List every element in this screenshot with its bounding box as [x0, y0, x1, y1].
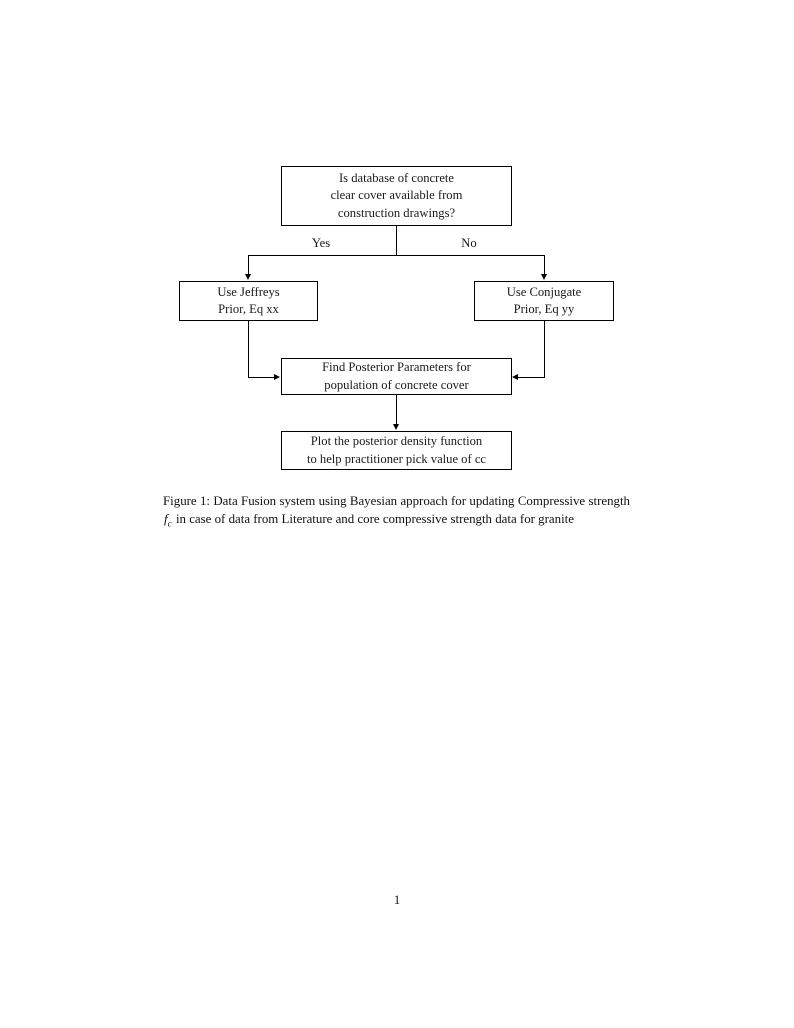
connector-conjugate-left	[518, 377, 545, 378]
arrowhead-plot-down-icon	[393, 424, 399, 430]
node-jeffreys-line-1: Use Jeffreys	[217, 284, 280, 299]
flow-node-jeffreys-prior: Use Jeffreys Prior, Eq xx	[179, 281, 318, 321]
arrowhead-yes-down-icon	[245, 274, 251, 280]
edge-label-yes: Yes	[311, 236, 331, 250]
figure-caption-part-1: Data Fusion system using Bayesian approa…	[213, 494, 630, 508]
connector-jeffreys-right	[248, 377, 275, 378]
node-posterior-line-1: Find Posterior Parameters for	[322, 360, 471, 374]
node-decision-line-1: Is database of concrete	[338, 170, 455, 185]
math-subscript-c: c	[167, 519, 172, 530]
connector-split-bar	[248, 255, 545, 256]
page-number: 1	[393, 893, 401, 907]
node-decision-line-2: clear cover available from	[330, 188, 463, 203]
arrowhead-jeffreys-right-icon	[274, 374, 280, 380]
flow-node-find-posterior-parameters: Find Posterior Parameters for population…	[281, 358, 512, 395]
flow-node-decision: Is database of concrete clear cover avai…	[281, 166, 512, 226]
arrowhead-conjugate-left-icon	[512, 374, 518, 380]
node-conjugate-line-2: Prior, Eq yy	[513, 302, 575, 316]
math-symbol-f: f	[164, 511, 168, 526]
connector-no-drop	[544, 255, 545, 275]
node-decision-line-3: construction drawings?	[337, 205, 456, 220]
figure-caption: Figure 1: Data Fusion system using Bayes…	[163, 493, 630, 534]
figure-caption-part-2: in case of data from Literature and core…	[175, 511, 574, 526]
node-jeffreys-line-2: Prior, Eq xx	[218, 302, 279, 316]
node-plot-line-2: to help practitioner pick value of cc	[306, 451, 487, 466]
node-conjugate-line-1: Use Conjugate	[506, 284, 582, 299]
flow-node-plot-posterior-density: Plot the posterior density function to h…	[281, 431, 512, 470]
node-plot-line-1: Plot the posterior density function	[310, 434, 483, 448]
figure-caption-label: Figure 1:	[163, 494, 211, 508]
connector-jeffreys-down	[248, 321, 249, 378]
flow-node-conjugate-prior: Use Conjugate Prior, Eq yy	[474, 281, 614, 321]
connector-decision-stem	[396, 226, 397, 256]
figure-caption-math-fc: fc	[163, 511, 173, 530]
node-posterior-line-2: population of concrete cover	[324, 377, 469, 392]
connector-yes-drop	[248, 255, 249, 275]
connector-conjugate-down	[544, 321, 545, 378]
arrowhead-no-down-icon	[541, 274, 547, 280]
edge-label-no: No	[461, 236, 477, 250]
connector-posterior-to-plot	[396, 395, 397, 425]
figure-flowchart: Is database of concrete clear cover avai…	[0, 0, 794, 490]
